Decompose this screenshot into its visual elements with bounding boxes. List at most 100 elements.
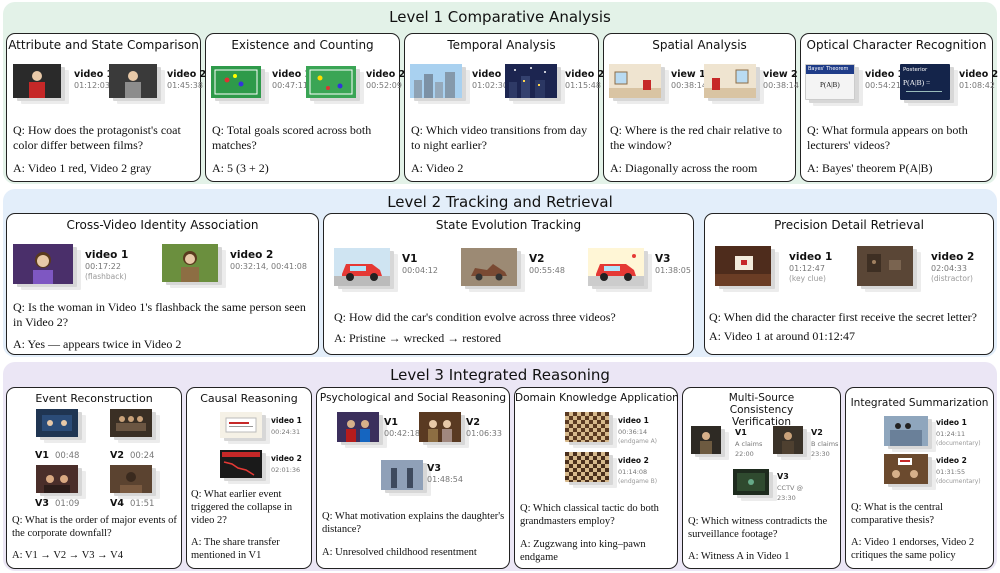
thumbnail-view-1 (609, 64, 661, 98)
slide-heading: Posterior (903, 67, 928, 73)
thumbnail-video-1 (410, 64, 462, 98)
answer-text: A: V1 → V2 → V3 → V4 (12, 550, 123, 561)
question-text: Q: Total goals scored across both matche… (212, 123, 372, 152)
answer-text: A: Diagonally across the room (610, 161, 758, 175)
card-title: Attribute and State Comparison (8, 38, 199, 52)
card-title: Domain Knowledge Application (515, 392, 679, 404)
answer-text: A: Video 2 (411, 161, 464, 175)
question-text: Q: What motivation explains the daughter… (322, 511, 505, 535)
thumbnail-video-2 (884, 454, 928, 484)
slide-formula: P(A|B) (820, 81, 840, 89)
thumbnail-v1 (36, 409, 78, 437)
question-text: Q: Is the woman in Video 1's flashback t… (13, 300, 306, 329)
question-text: Q: What earlier event triggered the coll… (191, 489, 293, 526)
thumbnail-v2 (419, 412, 461, 442)
thumbnail-v2 (461, 248, 517, 286)
question-text: Q: How does the protagonist's coat color… (13, 123, 181, 152)
answer-text: A: Bayes' theorem P(A|B) (807, 161, 933, 175)
thumbnail-video-2: Posterior P(A|B) = (900, 64, 950, 100)
card-multi-source-consistency: Multi-Source Consistency Verification V1… (682, 387, 841, 569)
question-text: Q: Which witness contradicts the surveil… (688, 516, 828, 540)
question-text: Q: What is the order of major events of … (12, 515, 177, 539)
card-title: Spatial Analysis (652, 38, 747, 52)
card-title: Optical Character Recognition (806, 38, 987, 52)
slide-formula: P(A|B) = (903, 78, 931, 87)
answer-text: A: Video 1 endorses, Video 2 critiques t… (851, 537, 975, 561)
card-title: Psychological and Social Reasoning (319, 392, 507, 404)
thumbnail-v4 (110, 465, 152, 493)
answer-text: A: Video 1 at around 01:12:47 (709, 329, 856, 343)
question-text: Q: When did the character first receive … (709, 310, 977, 324)
thumbnail-v1 (691, 426, 721, 454)
thumbnail-video-1 (13, 244, 73, 284)
thumbnail-v2 (773, 426, 803, 454)
card-title: Temporal Analysis (447, 38, 556, 52)
card-cross-video-identity: Cross-Video Identity Association video 1… (6, 213, 319, 355)
thumbnail-video-2 (505, 64, 557, 98)
card-title: Cross-Video Identity Association (66, 218, 259, 232)
level1-title: Level 1 Comparative Analysis (389, 8, 611, 26)
card-title: Event Reconstruction (35, 392, 153, 405)
answer-text: A: Unresolved childhood resentment (322, 547, 477, 558)
thumbnail-video-1 (565, 412, 609, 442)
answer-text: A: Pristine → wrecked → restored (334, 331, 501, 345)
thumbnail-video-1 (13, 64, 61, 98)
thumbnail-video-1 (220, 412, 262, 438)
thumbnail-v1 (337, 412, 379, 442)
thumbnail-video-1 (715, 246, 771, 286)
thumbnail-v3 (588, 248, 644, 286)
question-text: Q: Which classical tactic do both grandm… (520, 503, 659, 527)
question-text: Q: Where is the red chair relative to th… (610, 123, 783, 152)
thumbnail-video-2 (109, 64, 157, 98)
card-title: Existence and Counting (231, 38, 374, 52)
answer-text: A: 5 (3 + 2) (212, 161, 269, 175)
slide-heading: Bayes' Theorem (806, 65, 854, 74)
card-title: Precision Detail Retrieval (774, 218, 924, 232)
answer-text: A: Witness A in Video 1 (688, 551, 790, 562)
question-text: Q: How did the car's condition evolve ac… (334, 310, 616, 324)
level2-title: Level 2 Tracking and Retrieval (387, 193, 613, 211)
thumbnail-v3 (36, 465, 78, 493)
thumbnail-video-1 (884, 416, 928, 446)
question-text: Q: What is the central comparative thesi… (851, 502, 943, 526)
question-text: Q: Which video transitions from day to n… (411, 123, 588, 152)
card-optical-character-recognition: Optical Character Recognition Bayes' The… (800, 33, 998, 182)
card-title: Multi-Source Consistency Verification (728, 392, 795, 428)
answer-text: A: Yes — appears twice in Video 2 (13, 337, 182, 351)
